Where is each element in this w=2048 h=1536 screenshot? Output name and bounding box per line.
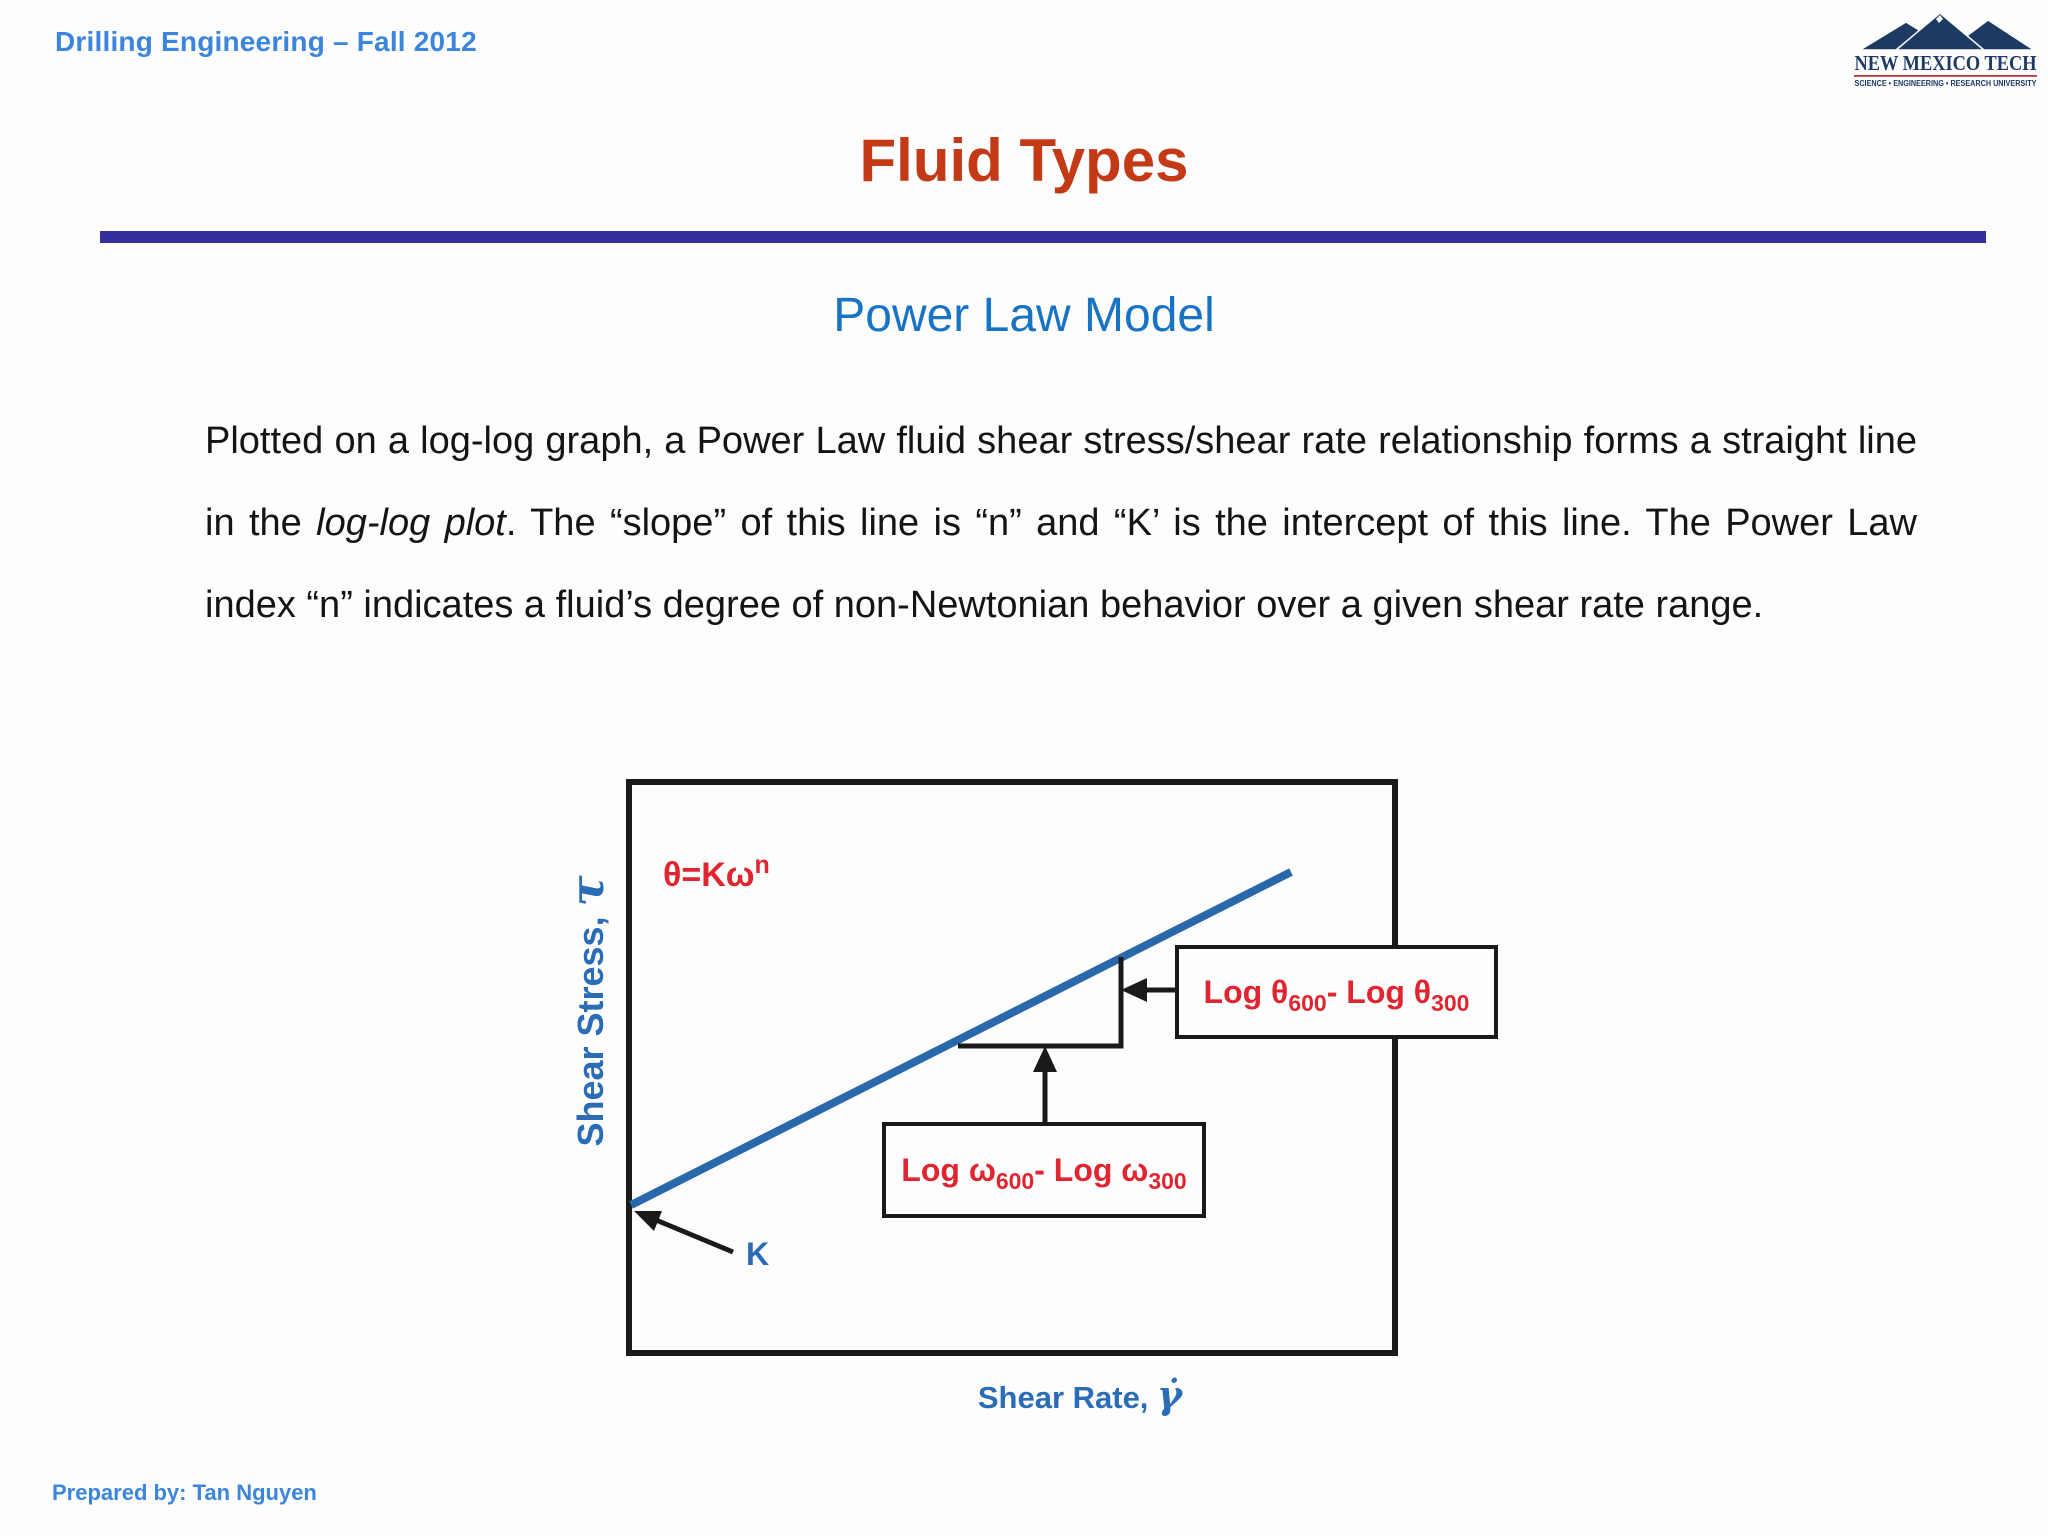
page-title: Fluid Types xyxy=(859,127,1189,194)
run-label-part1: Log ω xyxy=(901,1151,996,1188)
slope-triangle xyxy=(958,957,1124,1049)
k-arrowhead-icon xyxy=(634,1211,662,1231)
rise-arrowhead-icon xyxy=(1121,978,1147,1002)
footer-credit: Prepared by: Tan Nguyen xyxy=(52,1480,317,1505)
slide-subtitle: Power Law Model xyxy=(833,289,1215,342)
run-label-sub2: 300 xyxy=(1148,1167,1187,1194)
x-axis-text: Shear Rate, xyxy=(977,1380,1158,1415)
equation-exponent: n xyxy=(754,851,770,879)
rise-label-sub1: 600 xyxy=(1288,989,1327,1016)
y-axis-text: Shear Stress, xyxy=(570,906,611,1147)
tau-symbol: τ xyxy=(560,875,614,907)
logo-rule xyxy=(1854,75,2037,77)
rise-label-part1: Log θ xyxy=(1203,973,1289,1010)
run-label-part2: - Log ω xyxy=(1034,1151,1149,1188)
body-text-italic: log-log plot xyxy=(316,502,506,544)
rise-label-part2: - Log θ xyxy=(1326,973,1432,1010)
rise-label-sub2: 300 xyxy=(1431,989,1470,1016)
body-text-1: Plotted on a log-log graph, a Power Law … xyxy=(205,420,1917,544)
intercept-label: K xyxy=(746,1236,770,1272)
run-arrowhead-icon xyxy=(1033,1046,1057,1072)
body-text-2: . The “slope” of this line is “n” and “K… xyxy=(205,502,1917,626)
logo-snow-cap xyxy=(1936,15,1943,23)
x-axis-label: Shear Rate, γ̇ xyxy=(930,1372,1230,1417)
logo-mountain-center xyxy=(1893,12,1987,51)
gamma-dot-symbol: γ̇ xyxy=(1157,1372,1183,1417)
body-paragraph: Plotted on a log-log graph, a Power Law … xyxy=(205,400,1917,646)
equation-base: θ=Kω xyxy=(663,856,755,894)
run-label-sub1: 600 xyxy=(995,1167,1035,1194)
course-header: Drilling Engineering – Fall 2012 xyxy=(55,26,477,57)
y-axis-label: Shear Stress, τ xyxy=(560,846,614,1176)
logo-tagline: SCIENCE • ENGINEERING • RESEARCH UNIVERS… xyxy=(1855,79,2038,88)
logo-title: NEW MEXICO TECH xyxy=(1855,51,2037,75)
nmt-logo: NEW MEXICO TECH SCIENCE • ENGINEERING • … xyxy=(1854,12,2038,88)
k-arrow-line xyxy=(655,1217,734,1255)
title-divider xyxy=(100,231,1986,243)
power-law-equation: θ=Kωn xyxy=(663,851,770,895)
